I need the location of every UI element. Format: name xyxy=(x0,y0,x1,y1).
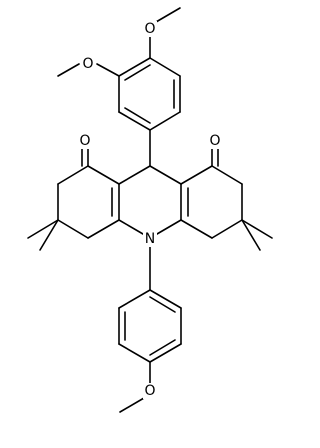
bond xyxy=(211,165,243,185)
bond xyxy=(124,107,151,124)
bond xyxy=(180,219,213,239)
bond xyxy=(118,111,151,131)
bond xyxy=(211,219,243,239)
bond xyxy=(156,219,182,235)
bond xyxy=(118,165,151,185)
bond xyxy=(180,165,213,185)
atom-labels: O O O O N O xyxy=(78,21,222,399)
atom-label: O xyxy=(79,133,90,149)
bond xyxy=(149,57,181,77)
bond xyxy=(118,57,151,77)
bond xyxy=(149,165,182,185)
bond xyxy=(57,219,89,239)
atom-o-right-ketone: O xyxy=(208,133,222,149)
bond xyxy=(149,296,176,313)
bond xyxy=(149,343,182,363)
bond xyxy=(57,63,80,77)
atom-label: O xyxy=(144,21,155,37)
atom-o-top-methoxy: O xyxy=(143,21,157,37)
bond xyxy=(118,343,151,363)
bond xyxy=(96,63,120,77)
atom-label: N xyxy=(145,231,155,247)
bond xyxy=(87,219,120,239)
bond xyxy=(124,64,151,81)
bond xyxy=(149,111,181,131)
atom-label: O xyxy=(82,56,93,72)
atom-o-left-ketone: O xyxy=(78,133,92,149)
bond xyxy=(149,339,176,356)
bond xyxy=(39,219,59,251)
bond xyxy=(27,219,59,239)
bond xyxy=(119,397,145,413)
bond xyxy=(57,165,89,185)
atom-o-bottom-methoxy: O xyxy=(143,383,157,399)
bond xyxy=(118,219,144,235)
bond xyxy=(241,219,261,251)
atom-o-left-methoxy: O xyxy=(81,56,95,72)
chemical-structure-diagram: O O O O N O xyxy=(27,7,273,413)
bond xyxy=(155,7,181,23)
bond xyxy=(149,289,182,309)
atom-label: O xyxy=(144,383,155,399)
bond xyxy=(241,219,273,239)
atom-n-ring: N xyxy=(143,231,157,247)
bond-lines xyxy=(27,7,273,413)
atom-label: O xyxy=(209,133,220,149)
bond xyxy=(87,165,120,185)
bond xyxy=(118,289,151,309)
